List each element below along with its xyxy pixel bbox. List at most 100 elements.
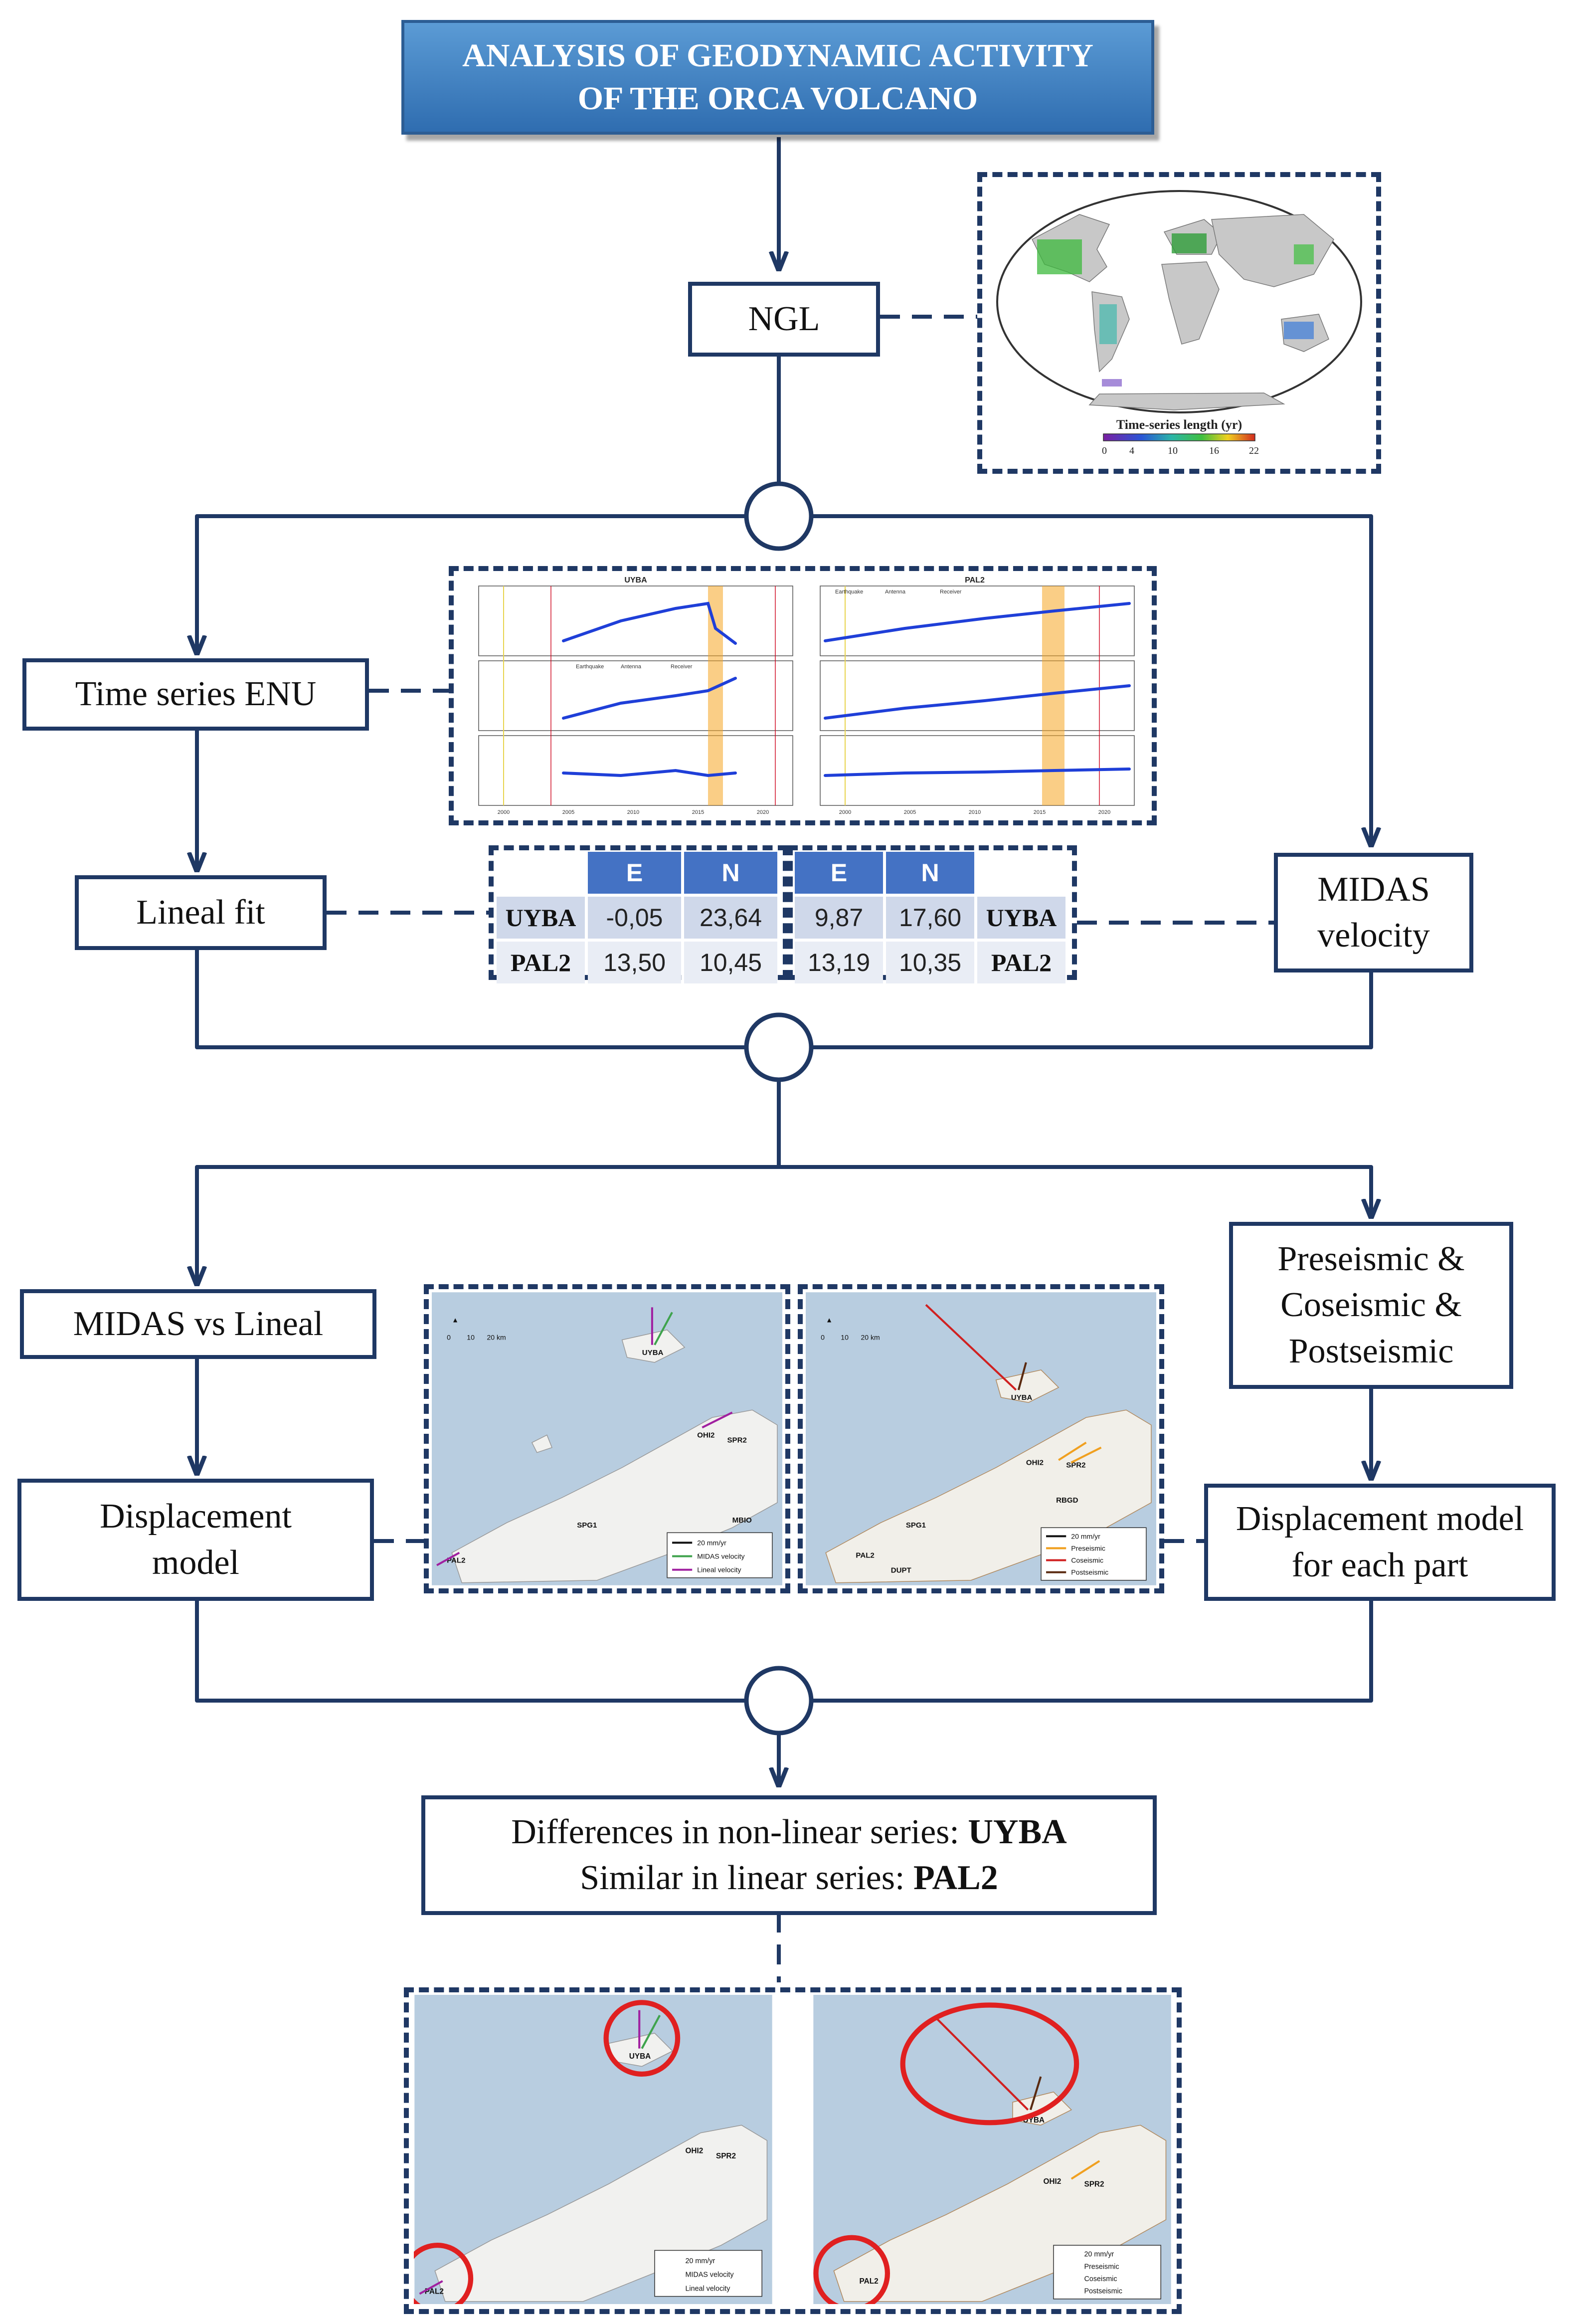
- displacement-each-line-2: for each part: [1291, 1546, 1468, 1584]
- midas-velocity-table: E N 9,87 17,60 UYBA 13,19 10,35 PAL2: [792, 849, 1068, 986]
- scale-tick: 10: [841, 1334, 849, 1342]
- gnss-station-density: [1037, 233, 1314, 387]
- colorbar-tick: 16: [1209, 445, 1219, 456]
- cell-n: 23,64: [684, 897, 777, 939]
- header-n: N: [886, 852, 974, 894]
- world-map-legend-title: Time-series length (yr): [1116, 417, 1242, 432]
- legend-lineal: Lineal velocity: [685, 2285, 730, 2293]
- legend-earthquake: Earthquake: [835, 589, 863, 595]
- result-line-2-station: PAL2: [913, 1859, 998, 1897]
- seismic-phases-line-1: Preseismic &: [1277, 1239, 1465, 1278]
- seismic-phases-box: Preseismic & Coseismic & Postseismic: [1229, 1222, 1513, 1389]
- plot-title-uyba: UYBA: [624, 576, 647, 584]
- station-label: PAL2: [856, 1551, 874, 1560]
- cell-n: 10,35: [886, 942, 974, 983]
- table-row: 13,19 10,35 PAL2: [795, 942, 1065, 983]
- time-series-box: Time series ENU: [22, 658, 369, 731]
- station-label: OHI2: [1043, 2177, 1061, 2186]
- lineal-fit-label: Lineal fit: [136, 893, 265, 932]
- station-label: OHI2: [697, 1431, 714, 1439]
- ngl-label: NGL: [748, 299, 820, 338]
- station-label: SPR2: [716, 2152, 736, 2160]
- midas-vs-lineal-label: MIDAS vs Lineal: [73, 1304, 324, 1343]
- time-series-label: Time series ENU: [75, 675, 317, 714]
- scale-tick: 0: [821, 1334, 825, 1342]
- legend-receiver: Receiver: [940, 589, 962, 595]
- table-header-row: E N: [795, 852, 1065, 894]
- station-label: DUPT: [891, 1566, 912, 1575]
- displacement-model-line-1: Displacement: [100, 1497, 292, 1536]
- map-legend: [1053, 2245, 1161, 2300]
- station-label: OHI2: [1026, 1459, 1044, 1467]
- table-row: PAL2 13,50 10,45: [497, 942, 777, 983]
- legend-lineal: Lineal velocity: [697, 1566, 741, 1574]
- phase-arrows: [925, 1304, 1102, 1464]
- station-label: SPG1: [577, 1521, 597, 1530]
- ngl-box: NGL: [688, 282, 880, 357]
- north-arrow-icon: ▲: [826, 1316, 833, 1324]
- displacement-each-line-1: Displacement model: [1236, 1500, 1524, 1539]
- legend-scale: 20 mm/yr: [697, 1539, 726, 1547]
- legend-postseismic: Postseismic: [1084, 2287, 1122, 2295]
- cell-e: 9,87: [795, 897, 883, 939]
- diagram-title: ANALYSIS OF GEODYNAMIC ACTIVITY OF THE O…: [401, 20, 1154, 135]
- station-label: SPG1: [906, 1521, 926, 1530]
- phases-map: ▲ 0 10 20 km UYBA OHI2 SPR2 PAL2 RBGD SP…: [806, 1292, 1156, 1585]
- cell-e: 13,19: [795, 942, 883, 983]
- velocity-arrows: [419, 2010, 661, 2295]
- result-line-1: Differences in non-linear series: UYBA: [511, 1809, 1066, 1855]
- title-line-2: OF THE ORCA VOLCANO: [577, 80, 978, 117]
- legend-scale: 20 mm/yr: [1071, 1532, 1100, 1540]
- station-label: SPR2: [727, 1436, 747, 1445]
- year-label: 2020: [1098, 809, 1110, 815]
- station-label: OHI2: [685, 2147, 703, 2155]
- velocity-map: ▲ 0 10 20 km UYBA OHI2 SPR2 PAL2 MBIO SP…: [432, 1292, 782, 1585]
- legend-coseismic: Coseismic: [1071, 1556, 1103, 1564]
- result-line-1-station: UYBA: [968, 1812, 1067, 1851]
- year-label: 2000: [839, 809, 851, 815]
- row-station: PAL2: [497, 942, 585, 983]
- world-map-colorbar: [1103, 433, 1255, 441]
- station-label: PAL2: [860, 2277, 879, 2286]
- year-label: 2005: [562, 809, 574, 815]
- row-station: UYBA: [977, 897, 1065, 939]
- highlight-pal2: [414, 2243, 474, 2304]
- legend-midas: MIDAS velocity: [685, 2271, 734, 2279]
- velocity-arrows: [436, 1307, 733, 1566]
- legend-antenna: Antenna: [885, 589, 906, 595]
- colorbar-tick: 0: [1102, 445, 1107, 456]
- colorbar-tick: 4: [1129, 445, 1134, 456]
- result-line-1-text: Differences in non-linear series:: [511, 1812, 968, 1851]
- time-series-plots: UYBA PAL2 Earthquake Antenna Receiver Ea…: [478, 576, 1135, 815]
- displacement-model-box: Displacement model: [17, 1479, 374, 1601]
- colorbar-tick: 22: [1249, 445, 1259, 456]
- station-label: UYBA: [629, 2052, 651, 2061]
- header-n: N: [684, 852, 777, 894]
- colorbar-tick: 10: [1168, 445, 1178, 456]
- result-line-2: Similar in linear series: PAL2: [580, 1855, 998, 1901]
- cell-n: 17,60: [886, 897, 974, 939]
- result-velocity-map: UYBA OHI2 SPR2 PAL2 20 mm/yr MIDAS veloc…: [414, 1995, 772, 2304]
- scale-tick: 20 km: [861, 1334, 880, 1342]
- result-box: Differences in non-linear series: UYBA S…: [421, 1795, 1157, 1915]
- header-e: E: [795, 852, 883, 894]
- year-label: 2005: [904, 809, 916, 815]
- legend-preseismic: Preseismic: [1084, 2263, 1119, 2271]
- table-corner: [977, 852, 1065, 894]
- station-label: UYBA: [642, 1349, 664, 1357]
- row-station: UYBA: [497, 897, 585, 939]
- series-traces: [562, 601, 1131, 777]
- cell-e: 13,50: [588, 942, 681, 983]
- highlight-uyba: [603, 2000, 681, 2077]
- antarctica: [1088, 392, 1285, 410]
- phase-arrows: [935, 2017, 1100, 2180]
- table-header-row: E N: [497, 852, 777, 894]
- midas-velocity-box: MIDAS velocity: [1274, 853, 1473, 972]
- map-legend: [654, 2250, 762, 2297]
- year-label: 2020: [757, 809, 769, 815]
- station-label: PAL2: [447, 1556, 465, 1565]
- highlight-circles: [414, 2000, 681, 2304]
- legend-scale: 20 mm/yr: [1084, 2251, 1114, 2259]
- displacement-each-part-box: Displacement model for each part: [1204, 1484, 1556, 1601]
- year-label: 2010: [627, 809, 639, 815]
